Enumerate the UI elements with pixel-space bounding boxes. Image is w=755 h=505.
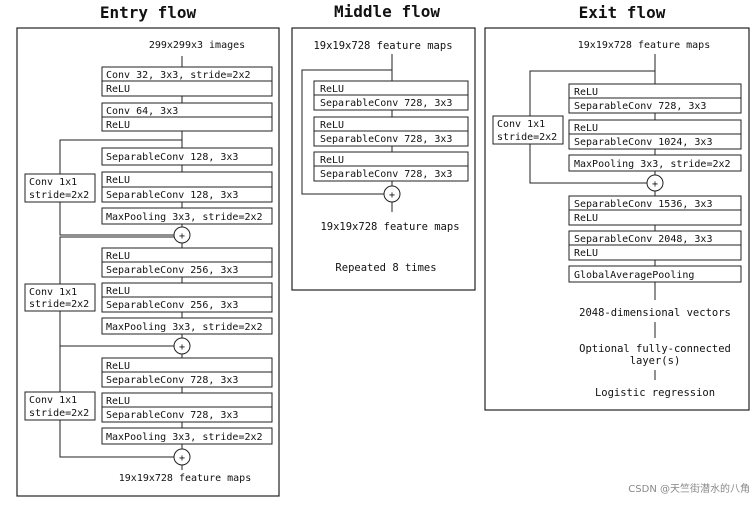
middle-flow: 19x19x728 feature maps ReLU SeparableCon… — [301, 40, 469, 274]
svg-text:SeparableConv 128, 3x3: SeparableConv 128, 3x3 — [106, 190, 238, 201]
svg-text:Conv 1x1: Conv 1x1 — [497, 119, 545, 130]
entry-conv1-block: Conv 32, 3x3, stride=2x2 ReLU — [101, 66, 273, 97]
middle-repeat-label: Repeated 8 times — [335, 262, 436, 274]
entry-flow-title: Entry flow — [100, 3, 197, 22]
svg-text:ReLU: ReLU — [106, 361, 130, 372]
svg-text:SeparableConv 128, 3x3: SeparableConv 128, 3x3 — [106, 152, 238, 163]
exit-sepconv1: ReLU SeparableConv 728, 3x3 — [568, 83, 742, 114]
svg-text:ReLU: ReLU — [574, 213, 598, 224]
exit-maxpool: MaxPooling 3x3, stride=2x2 — [568, 154, 742, 172]
svg-text:ReLU: ReLU — [320, 155, 344, 166]
svg-text:stride=2x2: stride=2x2 — [497, 132, 557, 143]
entry-conv1-label: Conv 32, 3x3, stride=2x2 — [106, 70, 251, 81]
svg-text:ReLU: ReLU — [106, 251, 130, 262]
svg-text:ReLU: ReLU — [574, 123, 598, 134]
svg-text:stride=2x2: stride=2x2 — [29, 299, 89, 310]
svg-text:SeparableConv 1024, 3x3: SeparableConv 1024, 3x3 — [574, 137, 712, 148]
exit-add: + — [646, 174, 664, 192]
exit-vectors-label: 2048-dimensional vectors — [579, 307, 731, 319]
exit-sepconv3: SeparableConv 1536, 3x3 ReLU — [568, 195, 742, 226]
entry-block1-maxpool: MaxPooling 3x3, stride=2x2 — [101, 207, 273, 225]
svg-text:SeparableConv 256, 3x3: SeparableConv 256, 3x3 — [106, 300, 238, 311]
watermark: CSDN @天竺街潜水的八角 — [628, 482, 750, 495]
svg-text:SeparableConv 256, 3x3: SeparableConv 256, 3x3 — [106, 265, 238, 276]
entry-block3-maxpool: MaxPooling 3x3, stride=2x2 — [101, 427, 273, 445]
entry-input-label: 299x299x3 images — [149, 40, 245, 51]
exit-flow: 19x19x728 feature maps Conv 1x1 stride=2… — [492, 40, 742, 399]
svg-text:Conv 1x1: Conv 1x1 — [29, 395, 77, 406]
exit-shortcut: Conv 1x1 stride=2x2 — [492, 115, 564, 145]
svg-text:ReLU: ReLU — [106, 175, 130, 186]
entry-block1-sepconv1: SeparableConv 128, 3x3 — [101, 147, 273, 166]
entry-conv2-label: Conv 64, 3x3 — [106, 106, 178, 117]
svg-text:MaxPooling 3x3, stride=2x2: MaxPooling 3x3, stride=2x2 — [574, 159, 731, 170]
svg-text:ReLU: ReLU — [106, 286, 130, 297]
entry-block3-sepconv2: ReLU SeparableConv 728, 3x3 — [101, 392, 273, 423]
exit-sepconv4: SeparableConv 2048, 3x3 ReLU — [568, 230, 742, 261]
middle-output-label: 19x19x728 feature maps — [320, 221, 459, 233]
svg-text:Conv 1x1: Conv 1x1 — [29, 177, 77, 188]
entry-conv2-relu-label: ReLU — [106, 120, 130, 131]
svg-text:Conv 1x1: Conv 1x1 — [29, 287, 77, 298]
entry-conv2-block: Conv 64, 3x3 ReLU — [101, 102, 273, 132]
entry-flow-panel — [16, 27, 280, 497]
svg-text:+: + — [389, 190, 395, 201]
svg-text:ReLU: ReLU — [320, 120, 344, 131]
svg-text:SeparableConv 2048, 3x3: SeparableConv 2048, 3x3 — [574, 234, 712, 245]
entry-output-label: 19x19x728 feature maps — [119, 473, 251, 484]
exit-flow-title: Exit flow — [579, 3, 666, 22]
svg-text:MaxPooling 3x3, stride=2x2: MaxPooling 3x3, stride=2x2 — [106, 322, 263, 333]
svg-text:ReLU: ReLU — [320, 84, 344, 95]
svg-text:ReLU: ReLU — [574, 87, 598, 98]
svg-text:MaxPooling 3x3, stride=2x2: MaxPooling 3x3, stride=2x2 — [106, 212, 263, 223]
entry-conv1-relu-label: ReLU — [106, 84, 130, 95]
svg-text:SeparableConv 728, 3x3: SeparableConv 728, 3x3 — [320, 98, 452, 109]
exit-logreg-label: Logistic regression — [595, 387, 715, 399]
entry-shortcut3: Conv 1x1 stride=2x2 — [24, 391, 96, 421]
exit-fc-label-line2: layer(s) — [630, 355, 681, 367]
svg-text:SeparableConv 728, 3x3: SeparableConv 728, 3x3 — [320, 134, 452, 145]
exit-fc-label-line1: Optional fully-connected — [579, 343, 731, 355]
svg-text:+: + — [179, 231, 185, 242]
entry-block2-sepconv2: ReLU SeparableConv 256, 3x3 — [101, 282, 273, 313]
entry-add3: + — [173, 448, 191, 466]
entry-block2-sepconv1: ReLU SeparableConv 256, 3x3 — [101, 247, 273, 278]
svg-text:ReLU: ReLU — [106, 396, 130, 407]
svg-text:SeparableConv 728, 3x3: SeparableConv 728, 3x3 — [106, 410, 238, 421]
entry-block3-sepconv1: ReLU SeparableConv 728, 3x3 — [101, 357, 273, 388]
entry-flow: 299x299x3 images Conv 32, 3x3, stride=2x… — [24, 40, 273, 484]
exit-global-average-pooling: GlobalAveragePooling — [568, 265, 742, 283]
entry-shortcut1: Conv 1x1 stride=2x2 — [24, 173, 96, 203]
middle-flow-title: Middle flow — [334, 2, 440, 21]
svg-text:SeparableConv 728, 3x3: SeparableConv 728, 3x3 — [320, 169, 452, 180]
entry-add2: + — [173, 337, 191, 355]
entry-block2-maxpool: MaxPooling 3x3, stride=2x2 — [101, 317, 273, 335]
svg-text:GlobalAveragePooling: GlobalAveragePooling — [574, 270, 694, 281]
svg-text:SeparableConv 728, 3x3: SeparableConv 728, 3x3 — [106, 375, 238, 386]
svg-text:+: + — [179, 342, 185, 353]
middle-sepconv1: ReLU SeparableConv 728, 3x3 — [313, 80, 469, 111]
middle-sepconv2: ReLU SeparableConv 728, 3x3 — [313, 116, 469, 147]
entry-shortcut2: Conv 1x1 stride=2x2 — [24, 283, 96, 312]
svg-text:stride=2x2: stride=2x2 — [29, 190, 89, 201]
svg-text:+: + — [652, 179, 658, 190]
svg-text:stride=2x2: stride=2x2 — [29, 408, 89, 419]
svg-text:+: + — [179, 453, 185, 464]
entry-add1: + — [173, 226, 191, 244]
middle-flow-panel — [291, 27, 476, 291]
svg-text:SeparableConv 1536, 3x3: SeparableConv 1536, 3x3 — [574, 199, 712, 210]
middle-add: + — [383, 185, 401, 203]
exit-sepconv2: ReLU SeparableConv 1024, 3x3 — [568, 119, 742, 150]
svg-text:SeparableConv 728, 3x3: SeparableConv 728, 3x3 — [574, 101, 706, 112]
svg-text:ReLU: ReLU — [574, 248, 598, 259]
middle-sepconv3: ReLU SeparableConv 728, 3x3 — [313, 151, 469, 182]
middle-input-label: 19x19x728 feature maps — [313, 40, 452, 52]
exit-input-label: 19x19x728 feature maps — [578, 40, 710, 51]
entry-block1-sepconv2: ReLU SeparableConv 128, 3x3 — [101, 171, 273, 203]
exit-flow-panel — [484, 27, 750, 411]
svg-text:MaxPooling 3x3, stride=2x2: MaxPooling 3x3, stride=2x2 — [106, 432, 263, 443]
